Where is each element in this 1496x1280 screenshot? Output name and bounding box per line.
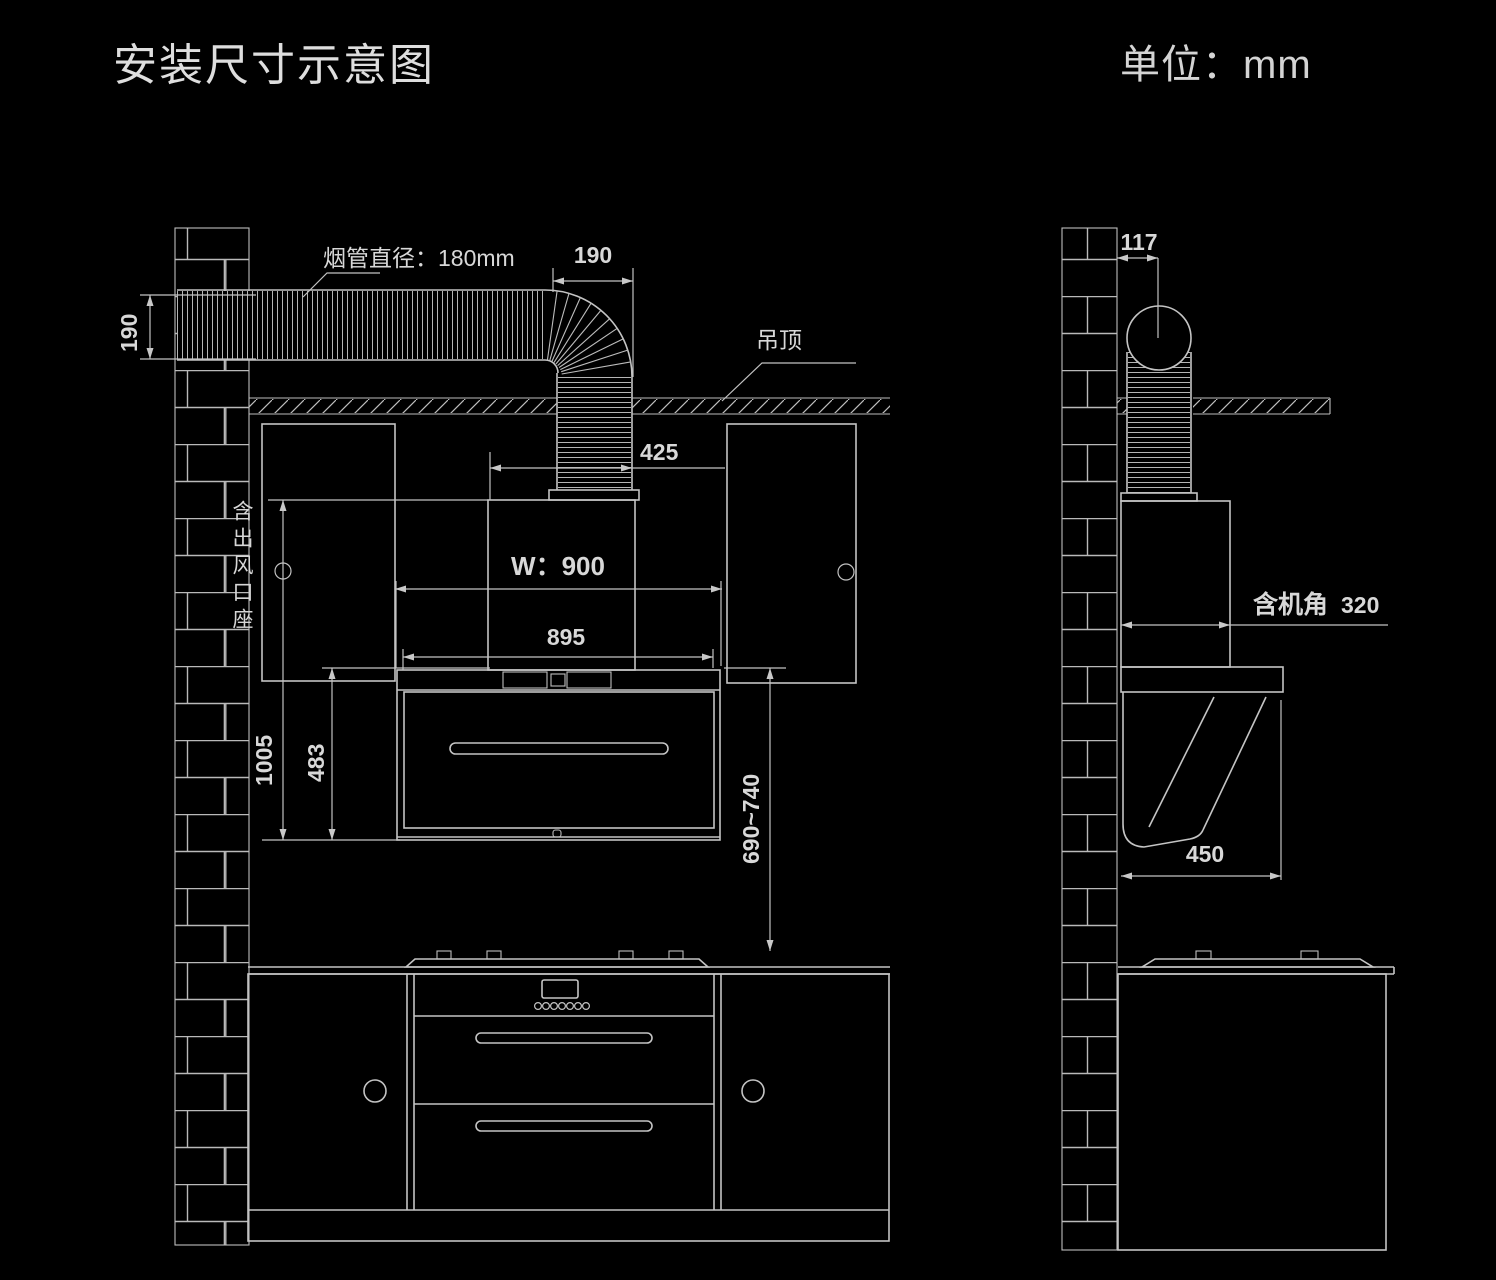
cooktop-side [1139, 950, 1376, 968]
dim-duct-height: 190 [116, 294, 256, 360]
hood-top-slab-side [1120, 666, 1284, 693]
front-duct-elbow [544, 289, 633, 378]
countertop-side [1118, 966, 1395, 975]
dim-depth-with-corner: 含机角 320 [1121, 590, 1388, 629]
upper-cabinet-right-handle [837, 563, 855, 581]
hood-glass-outer [1202, 696, 1267, 831]
svg-text:117: 117 [1120, 229, 1157, 255]
outlet-seat-label: 含出风口座 [230, 500, 253, 635]
front-duct-vertical [548, 373, 640, 501]
hood-handle [449, 742, 669, 755]
upper-cabinet-left [261, 423, 396, 682]
upper-cabinet-right [726, 423, 857, 684]
ceiling-callout: 吊顶 [721, 327, 856, 402]
oven-display [541, 979, 579, 999]
front-duct-horizontal [177, 289, 545, 361]
ceiling-label: 吊顶 [756, 327, 802, 353]
dim-flue-offset: 425 [489, 439, 725, 500]
unit-label: 单位：mm [1120, 43, 1312, 87]
base-door-left-handle [363, 1079, 387, 1103]
svg-text:425: 425 [640, 439, 679, 465]
side-duct [1120, 305, 1198, 502]
hood-glass-inner [1148, 696, 1215, 828]
front-view: 吊顶 [116, 227, 890, 1246]
base-cabinet-front [247, 973, 890, 1242]
duct-outlet-circle [1126, 305, 1192, 371]
svg-text:1005: 1005 [251, 735, 277, 786]
oven-buttons [533, 1001, 590, 1010]
dim-install-height: 690~740 [724, 667, 786, 951]
front-ceiling [249, 397, 890, 415]
svg-text:450: 450 [1186, 841, 1224, 867]
svg-text:483: 483 [303, 744, 329, 782]
drawer-handle-bottom [475, 1120, 653, 1132]
svg-text:190: 190 [116, 314, 142, 352]
dim-total-height: 1005 [251, 500, 400, 841]
dim-wall-to-duct-center: 117 [1117, 229, 1159, 338]
dim-hood-width: W：900 [395, 551, 722, 668]
cooktop-front [403, 950, 711, 968]
duct-diameter-label: 烟管直径：180mm [323, 245, 515, 271]
range-hood-side [1120, 500, 1284, 848]
dim-body-width: 895 [402, 624, 714, 670]
svg-text:690~740: 690~740 [738, 774, 764, 864]
base-cabinet-side [1117, 973, 1387, 1251]
side-wall [1061, 227, 1118, 1251]
hood-back-and-bottom [1122, 692, 1204, 848]
dim-body-height: 483 [303, 667, 490, 840]
side-ceiling [1117, 397, 1331, 415]
countertop-front [248, 966, 890, 975]
svg-text:W：900: W：900 [511, 551, 605, 581]
dim-duct-top-width: 190 [552, 242, 634, 377]
base-door-right-handle [741, 1079, 765, 1103]
dim-duct-diameter: 烟管直径：180mm [302, 245, 515, 298]
depth-label: 含机角 [1253, 590, 1328, 619]
dim-bottom-depth: 450 [1121, 700, 1282, 880]
flue-housing-side [1120, 500, 1231, 668]
svg-text:895: 895 [547, 624, 586, 650]
built-in-oven [414, 979, 714, 1132]
page-title: 安装尺寸示意图 [113, 41, 435, 90]
elbow-fan-lines [546, 290, 631, 375]
front-wall [174, 227, 250, 1246]
side-view: 117 含机角 320 450 [1061, 227, 1395, 1251]
range-hood-front [396, 669, 721, 841]
depth-value: 320 [1341, 592, 1379, 618]
drawer-handle-top [475, 1032, 653, 1044]
svg-text:190: 190 [574, 242, 612, 268]
